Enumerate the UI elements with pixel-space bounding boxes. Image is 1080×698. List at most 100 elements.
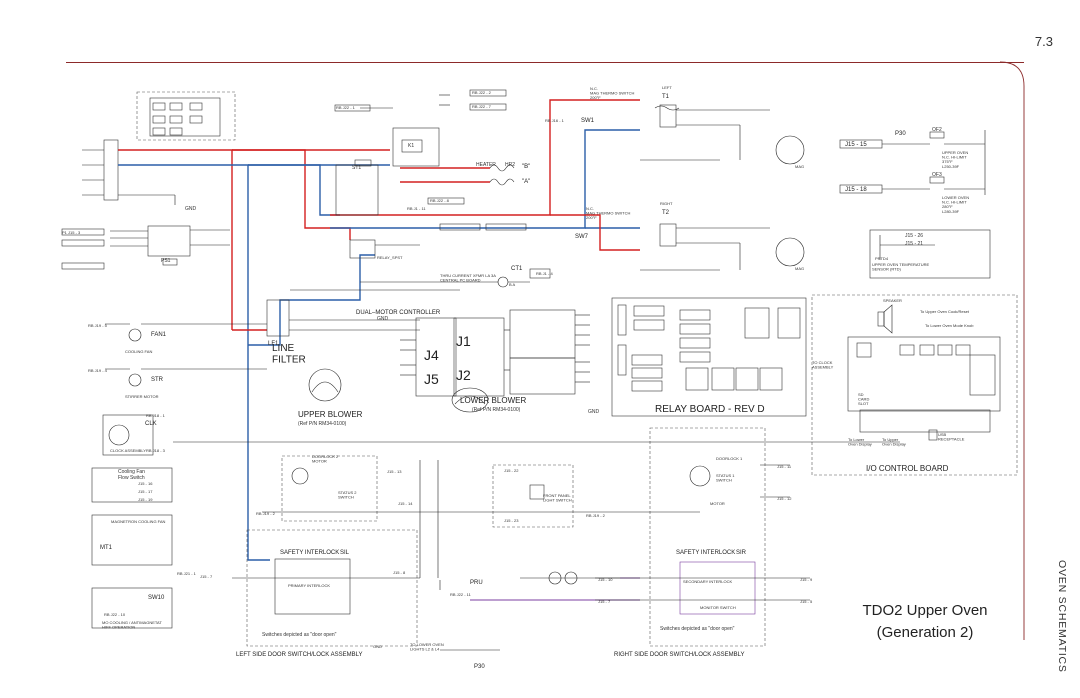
j15-15: J15 - 15 <box>845 142 867 148</box>
page-number: 7.3 <box>1034 34 1053 49</box>
secondary-interlock-label: SECONDARY INTERLOCK <box>683 579 733 584</box>
ref-j22-1: RB J22 - 1 <box>336 105 356 110</box>
thermal-reset-st1 <box>335 159 379 216</box>
mt1-label: MT1 <box>100 545 113 551</box>
io-control-board-label: I/O CONTROL BOARD <box>866 464 949 473</box>
ref-j15-16: J15 - 16 <box>138 481 153 486</box>
left-motors <box>91 323 267 629</box>
border-curve <box>999 61 1025 640</box>
ref-j15-5: J15 - 5 <box>800 599 813 604</box>
j4-label: J4 <box>424 347 439 363</box>
left-door-assembly <box>246 455 418 647</box>
ref-j16-1: RB J16 - 1 <box>545 118 565 123</box>
to-upper-oven-cook: To Upper Oven Cook/Reset <box>920 309 970 314</box>
ref-j18-3: RB J18 - 3 <box>146 448 166 453</box>
magnetron-upper <box>640 104 805 165</box>
heater-b: "B" <box>522 164 530 170</box>
rtd-sensor-box <box>869 229 991 279</box>
t2-label: T2 <box>662 210 670 216</box>
io-control-board <box>811 294 1018 476</box>
sw10-label: SW10 <box>148 595 165 601</box>
of3-label: OF3 <box>932 172 942 178</box>
safety-interlock-right: SAFETY INTERLOCK <box>676 550 735 556</box>
relay-board-label: RELAY BOARD - REV D <box>655 404 765 415</box>
ref-j22-10: RB J22 - 10 <box>104 612 126 617</box>
title-line-1: TDO2 Upper Oven <box>862 602 988 619</box>
heater-elements <box>427 164 527 231</box>
clk-label: CLK <box>145 421 157 427</box>
input-terminal-strip <box>82 139 176 205</box>
hi-limits <box>839 130 986 195</box>
fan1-label: FAN1 <box>151 332 167 338</box>
j5-label: J5 <box>424 371 439 387</box>
sil-tag: SIL <box>340 550 350 556</box>
ref-j19-5: RB J19 - 5 <box>88 323 108 328</box>
to-lower-oven-mode: To Lower Oven Mode Knob <box>925 323 974 328</box>
speaker-label: SPEAKER <box>883 298 902 303</box>
t1-label: T1 <box>662 94 670 100</box>
heater-hr2: HR2 <box>505 162 515 168</box>
ref-j22-7: RB J22 - 7 <box>472 104 492 109</box>
main-wiring <box>118 99 640 561</box>
ref-j22-8: RB J22 - 8 <box>430 198 450 203</box>
motor-label: MOTOR <box>710 501 725 506</box>
upper-blower-ref: (Ref P/N RM34-0100) <box>298 421 347 427</box>
p30-bottom-label: P30 <box>474 664 485 670</box>
ref-j1-4: RB J1 - 4 <box>536 271 553 276</box>
gnd-label-mid: GND <box>377 316 389 322</box>
ps1-label: PS1 <box>161 258 171 264</box>
switches-depicted-right: Switches depicted as "door open" <box>660 626 735 632</box>
j15-21: J15 - 21 <box>905 241 923 247</box>
sir-tag: SIR <box>736 550 747 556</box>
heater-a: "A" <box>522 179 530 185</box>
ref-p1j15: P1 J15 - 3 <box>62 230 81 235</box>
j15-18: J15 - 18 <box>845 187 867 193</box>
ref-j21-1: RB J21 - 1 <box>177 571 197 576</box>
dual-motor-controller-label: DUAL–MOTOR CONTROLLER <box>356 310 441 316</box>
ref-j15-8: J15 - 8 <box>393 570 406 575</box>
ref-j18-1: RB J18 - 1 <box>146 413 166 418</box>
lf1-label: LF1 <box>268 341 279 347</box>
ref-j15-17: J15 - 17 <box>138 489 153 494</box>
ref-j1-11: RB J1 - 11 <box>407 206 426 211</box>
safety-interlock-left: SAFETY INTERLOCK <box>280 550 339 556</box>
ref-j19-2: RB J19 - 2 <box>256 511 276 516</box>
ref-j19-4: RB J19 - 4 <box>88 368 108 373</box>
relay-board <box>611 297 807 417</box>
magnetron-lower <box>640 223 805 271</box>
bottom-bus-wiring <box>173 441 900 651</box>
ref-j15-7: J15 - 7 <box>200 574 213 579</box>
ref-j15-14: J15 - 14 <box>398 501 413 506</box>
stirrer-motor-label: STIRRER MOTOR <box>125 394 159 399</box>
str-label: STR <box>151 377 164 383</box>
sw7-label: SW7 <box>575 234 589 240</box>
monitor-switch-label: MONITOR SWITCH <box>700 605 736 610</box>
sw1-label: SW1 <box>581 118 595 124</box>
right-door-assembly <box>649 427 766 647</box>
ref-j15-13: J15 - 13 <box>387 469 402 474</box>
right-side-assembly-label: RIGHT SIDE DOOR SWITCH/LOCK ASSEMBLY <box>614 652 744 658</box>
schematic-title: TDO2 Upper Oven (Generation 2) <box>850 600 1000 644</box>
ref-j22-11: RB J22 - 11 <box>450 592 472 597</box>
pru4-label: PRTD4 <box>875 256 889 261</box>
gnd-label-relay: GND <box>588 409 600 415</box>
ref-j19-2-right: RB J19 - 2 <box>586 513 606 518</box>
gnd-label-left: GND <box>373 644 382 649</box>
of2-label: OF2 <box>932 127 942 133</box>
j2-label: J2 <box>456 367 471 383</box>
dual-motor-controller <box>400 309 590 397</box>
